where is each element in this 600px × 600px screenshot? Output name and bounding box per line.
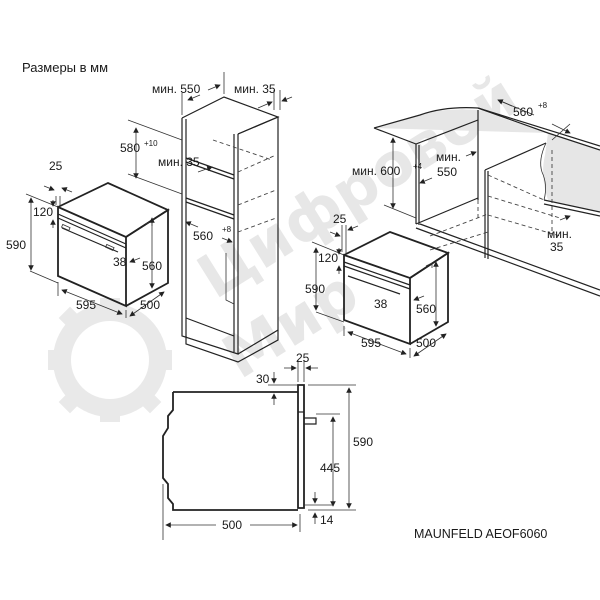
dim-counter-niche-width: 560 bbox=[513, 105, 533, 119]
dim-side-bottom-offset: 14 bbox=[320, 513, 334, 527]
dim-cabinet-niche-width-tol: +8 bbox=[222, 225, 232, 234]
dim-cabinet-niche-width: 560 bbox=[193, 229, 213, 243]
dim-cabinet-min-depth: мин. 550 bbox=[152, 82, 201, 96]
dim-cabinet-niche-height: 580 bbox=[120, 141, 140, 155]
dim-left-handle: 38 bbox=[113, 255, 127, 269]
dim-left-depth: 500 bbox=[140, 298, 160, 312]
tall-cabinet: мин. 550 мин. 35 580 +10 мин. 35 560 +8 bbox=[120, 72, 293, 363]
dim-side-front-thickness: 25 bbox=[296, 351, 310, 365]
dim-left-panel: 120 bbox=[33, 205, 53, 219]
dim-right-panel: 120 bbox=[318, 251, 338, 265]
dim-counter-niche-height-tol: +4 bbox=[413, 162, 423, 171]
under-counter-cabinet: 560 +8 мин. 600 +4 мин. 550 мин. 35 bbox=[352, 99, 600, 297]
dim-side-handle-height: 445 bbox=[320, 461, 340, 475]
side-view: 25 30 590 445 14 500 bbox=[162, 351, 373, 540]
page-title: Размеры в мм bbox=[22, 60, 109, 75]
dim-side-total-height: 590 bbox=[353, 435, 373, 449]
dim-left-width: 595 bbox=[76, 298, 96, 312]
dim-right-body-height: 560 bbox=[416, 302, 436, 316]
gear-icon bbox=[48, 298, 172, 422]
dim-right-handle: 38 bbox=[374, 297, 388, 311]
oven-right: 25 590 120 38 560 595 500 bbox=[305, 212, 450, 358]
dim-cabinet-min-shelf-gap: мин. 35 bbox=[158, 155, 200, 169]
dim-left-body-height: 560 bbox=[142, 259, 162, 273]
dim-counter-niche-height: мин. 600 bbox=[352, 164, 401, 178]
dim-right-height: 590 bbox=[305, 282, 325, 296]
dim-counter-min-depth-value: 550 bbox=[437, 165, 457, 179]
dim-counter-niche-width-tol: +8 bbox=[538, 101, 548, 110]
dim-side-top-offset: 30 bbox=[256, 372, 270, 386]
dim-right-depth-top: 25 bbox=[333, 212, 347, 226]
dim-counter-min-gap-value: 35 bbox=[550, 240, 564, 254]
dim-right-width: 595 bbox=[361, 336, 381, 350]
dim-left-height: 590 bbox=[6, 238, 26, 252]
dim-cabinet-min-back-gap: мин. 35 bbox=[234, 82, 276, 96]
dim-counter-min-depth-label: мин. bbox=[436, 150, 461, 164]
dim-cabinet-niche-height-tol: +10 bbox=[144, 139, 158, 148]
dim-counter-min-gap-label: мин. bbox=[547, 227, 572, 241]
model-name: MAUNFELD AEOF6060 bbox=[414, 527, 548, 541]
dim-right-depth: 500 bbox=[416, 336, 436, 350]
dim-side-depth: 500 bbox=[222, 518, 242, 532]
oven-left: 25 590 120 38 560 595 500 bbox=[6, 159, 170, 318]
dim-left-depth-top: 25 bbox=[49, 159, 63, 173]
